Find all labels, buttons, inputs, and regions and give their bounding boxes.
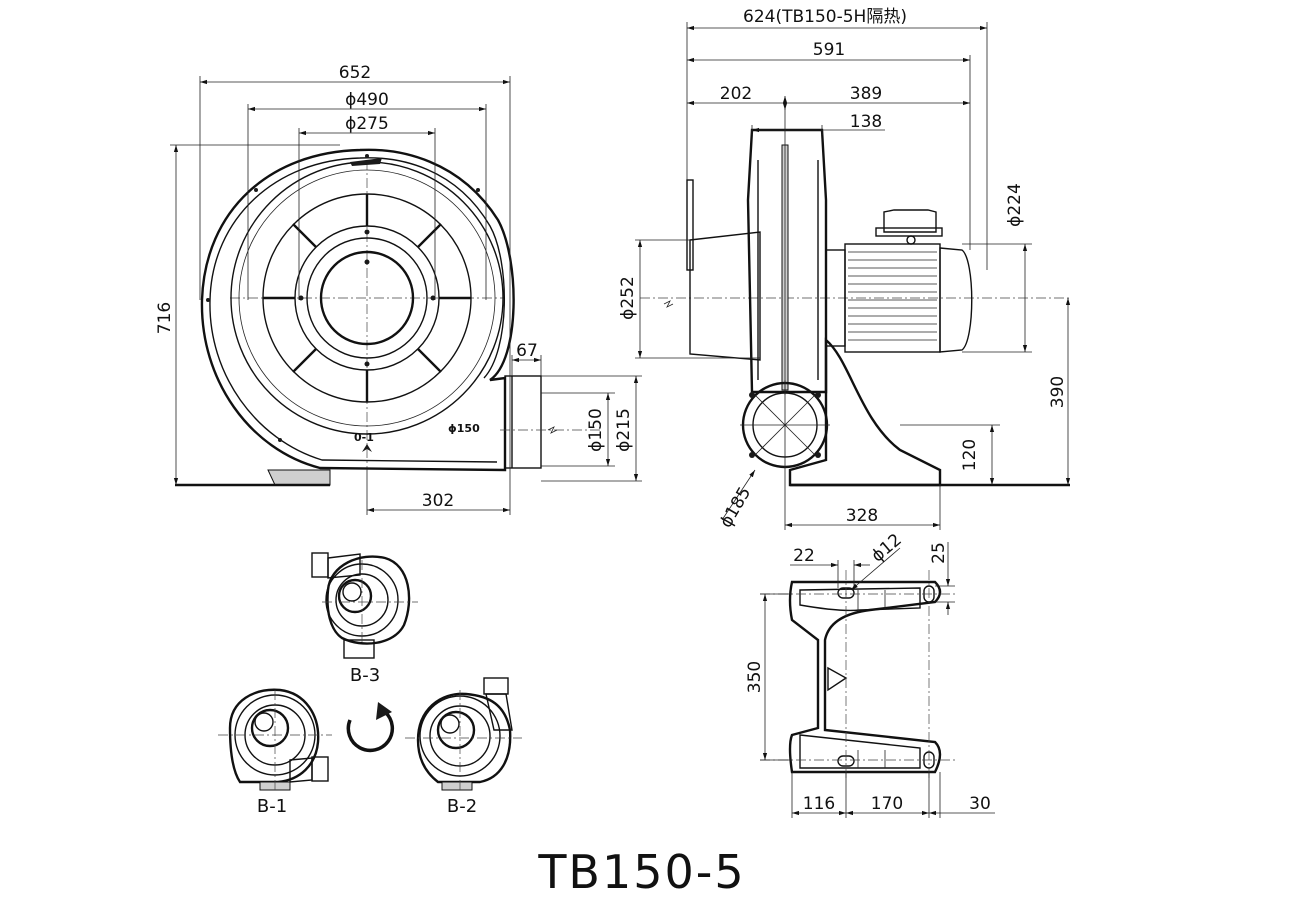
dim-outlet-outer: ϕ215 [614,408,634,452]
dim-hole-dia: ϕ12 [868,530,906,566]
dim-foot: 328 [846,506,878,526]
dim-total: 591 [813,40,845,60]
label-b2: B-2 [447,796,477,817]
bolt-holes [206,154,480,442]
orientation-b2 [405,677,522,791]
rotation-mark: 0-1 [354,431,374,444]
base-plate [788,580,942,774]
dim-total-insulated: 624(TB150-5H隔热) [743,7,907,27]
dim-right-offset: 30 [969,794,991,814]
side-view: 624(TB150-5H隔热) 591 202 389 138 ϕ224 ϕ25… [618,7,1071,532]
outlet-dia-label: ϕ150 [448,422,480,435]
dim-inlet-dia: ϕ252 [618,276,638,320]
dim-motor-dia: ϕ224 [1005,183,1025,227]
dim-hole-spacing: 170 [871,794,903,814]
terminal-box [883,209,937,233]
dim-fan-width: 138 [850,112,882,132]
front-view: ϕ150 0-1 652 ϕ490 ϕ275 716 67 ϕ150 [155,63,642,515]
label-b3: B-3 [350,665,380,686]
dim-width: 652 [339,63,371,83]
dim-base: 302 [422,491,454,511]
dim-outlet-inner: ϕ150 [586,408,606,452]
dim-left-offset: 116 [803,794,835,814]
side-stand [788,337,942,487]
dim-side-right: 389 [850,84,882,104]
dim-inner-dia: ϕ275 [345,114,389,134]
motor [825,209,973,353]
orientation-b1 [218,688,332,791]
dim-flange-dia: ϕ185 [716,484,755,532]
inlet-spokes [263,194,471,402]
dim-edge: 25 [929,542,949,564]
front-outlet [500,375,600,469]
side-outlet-flange [740,380,830,470]
inlet-cone [689,231,761,361]
model-title: TB150-5 [537,845,745,899]
rotation-arrow-icon [346,702,395,753]
label-b1: B-1 [257,796,287,817]
dim-depth: 350 [745,661,765,693]
dim-outlet-height: 120 [960,439,980,471]
base-view: 22 ϕ12 25 350 116 170 30 [745,530,995,818]
front-foot [267,469,331,486]
dim-side-left: 202 [720,84,752,104]
dim-center-height: 390 [1048,376,1068,408]
dim-height: 716 [155,302,175,334]
dim-outer-dia: ϕ490 [345,90,389,110]
orientation-b3 [311,552,418,659]
dim-outlet-offset: 67 [516,341,538,361]
dim-slot-width: 22 [793,546,815,566]
volute-housing [200,148,515,472]
